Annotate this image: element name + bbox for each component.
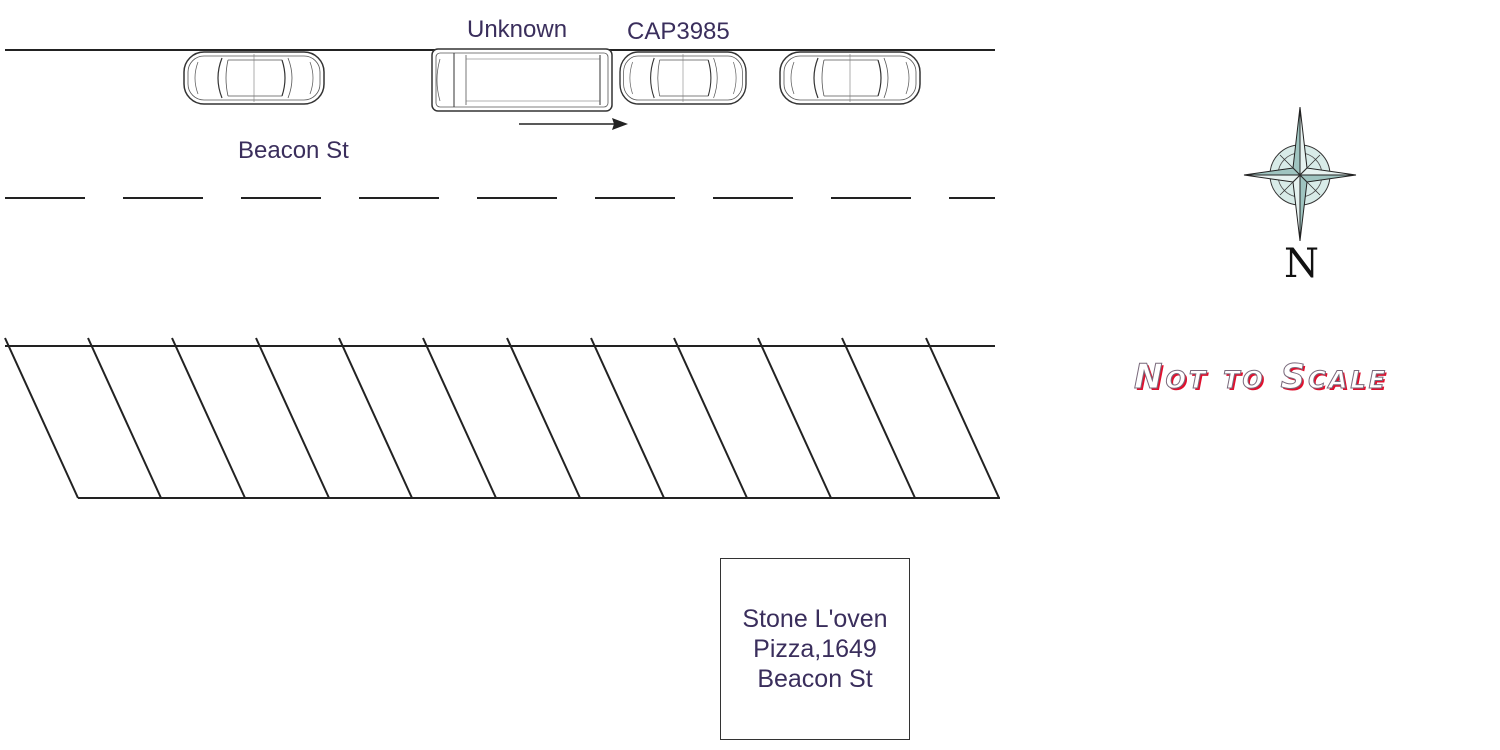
business-location-box: Stone L'oven Pizza,1649 Beacon St [720,558,910,740]
street-label: Beacon St [238,137,349,164]
vehicle-label-cap3985: CAP3985 [627,18,730,45]
sedan-icon [619,51,747,105]
vehicle-label-unknown: Unknown [467,16,568,43]
sedan-icon [183,51,325,105]
business-name-line-3: Beacon St [757,665,873,693]
direction-arrow-icon [519,118,628,130]
not-to-scale-note: Not to Scale [1133,357,1389,397]
van-icon [431,48,613,112]
sedan-icon [779,51,921,105]
business-name-line-2: Pizza,1649 [753,635,877,663]
compass-rose-icon [1243,106,1357,242]
business-name-line-1: Stone L'oven [742,605,888,633]
diagonal-parking-area [4,337,1000,499]
north-indicator: N [1284,241,1319,287]
